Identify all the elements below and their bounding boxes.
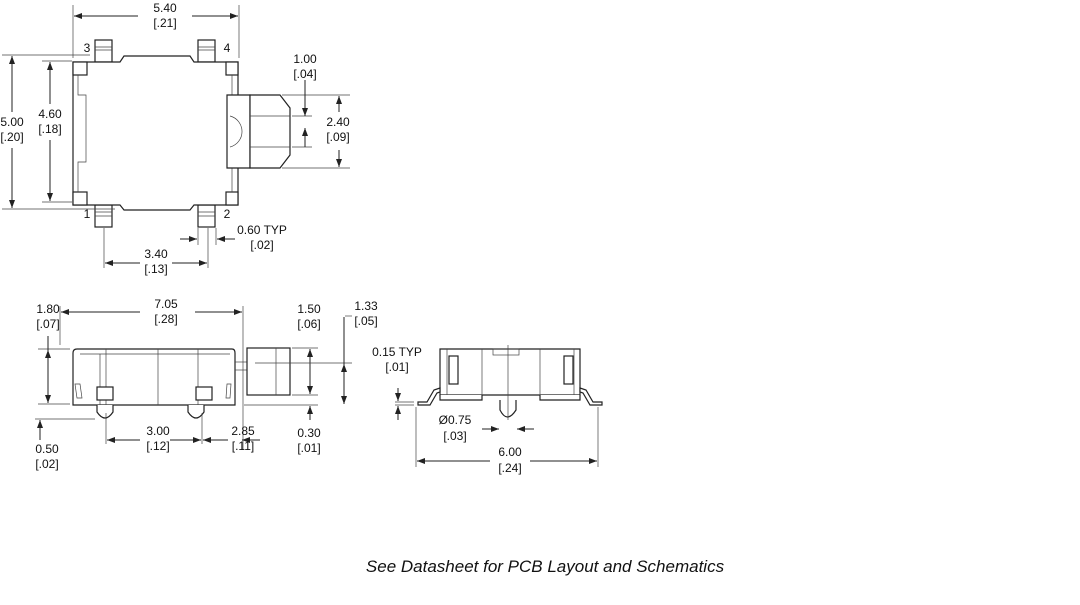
dim-post-height-mm: 0.50	[35, 442, 59, 456]
actuator-side	[246, 347, 291, 396]
pin-label-4: 4	[224, 41, 231, 55]
dim-height-outer-in: [.20]	[0, 130, 23, 144]
dim-width-mm: 5.40	[153, 1, 177, 15]
dim-actuator-width-in: [.09]	[326, 130, 349, 144]
dim-lead-thickness-in: [.01]	[385, 360, 408, 374]
dim-pin-pitch-mm: 3.40	[144, 247, 168, 261]
dim-post-pitch-mm: 3.00	[146, 424, 170, 438]
dim-pin-pitch-in: [.13]	[144, 262, 167, 276]
pin-label-3: 3	[84, 41, 91, 55]
dim-height-inner-in: [.18]	[38, 122, 61, 136]
side-view: 7.05 [.28] 1.80 [.07] 0.50 [.02] 3.00 [.…	[35, 297, 378, 471]
pin-label-1: 1	[84, 207, 91, 221]
switch-body-top	[72, 55, 239, 211]
dim-pin-width-in: [.02]	[250, 238, 273, 252]
dim-actuator-depth-mm: 1.00	[293, 52, 317, 66]
top-view: 3 4 1 2 5.40 [.21] 5.00 [.20] 4.60 [.18]…	[0, 1, 350, 276]
dim-post-diameter-mm: Ø0.75	[439, 413, 472, 427]
dim-actuator-height-mm: 1.50	[297, 302, 321, 316]
dim-post-to-end-in: [.11]	[232, 439, 254, 453]
actuator-top	[226, 94, 291, 169]
dim-lead-thickness-mm: 0.15 TYP	[372, 345, 422, 359]
dim-actuator-offset-in: [.01]	[297, 441, 320, 455]
dim-height-inner-mm: 4.60	[38, 107, 62, 121]
dim-length-mm: 7.05	[154, 297, 178, 311]
dim-end-width-in: [.24]	[498, 461, 521, 475]
dim-height-mm: 1.80	[36, 302, 60, 316]
dim-post-height-in: [.02]	[35, 457, 58, 471]
dim-pin-width-mm: 0.60 TYP	[237, 223, 287, 237]
dim-actuator-depth-in: [.04]	[293, 67, 316, 81]
dim-post-pitch-in: [.12]	[146, 439, 169, 453]
dim-end-width-mm: 6.00	[498, 445, 522, 459]
dim-length-in: [.28]	[154, 312, 177, 326]
dim-actuator-width-mm: 2.40	[326, 115, 350, 129]
dim-height-in: [.07]	[36, 317, 59, 331]
dim-width-in: [.21]	[153, 16, 176, 30]
dim-post-to-end-mm: 2.85	[231, 424, 255, 438]
pin-label-2: 2	[224, 207, 231, 221]
dim-actuator-center-in: [.05]	[354, 314, 377, 328]
end-view: 0.15 TYP [.01] Ø0.75 [.03] 6.00 [.24]	[372, 345, 603, 475]
dim-height-outer-mm: 5.00	[0, 115, 24, 129]
dim-post-diameter-in: [.03]	[443, 429, 466, 443]
dim-actuator-offset-mm: 0.30	[297, 426, 321, 440]
dim-actuator-center-mm: 1.33	[354, 299, 378, 313]
dim-actuator-height-in: [.06]	[297, 317, 320, 331]
footer-note: See Datasheet for PCB Layout and Schemat…	[365, 557, 725, 576]
